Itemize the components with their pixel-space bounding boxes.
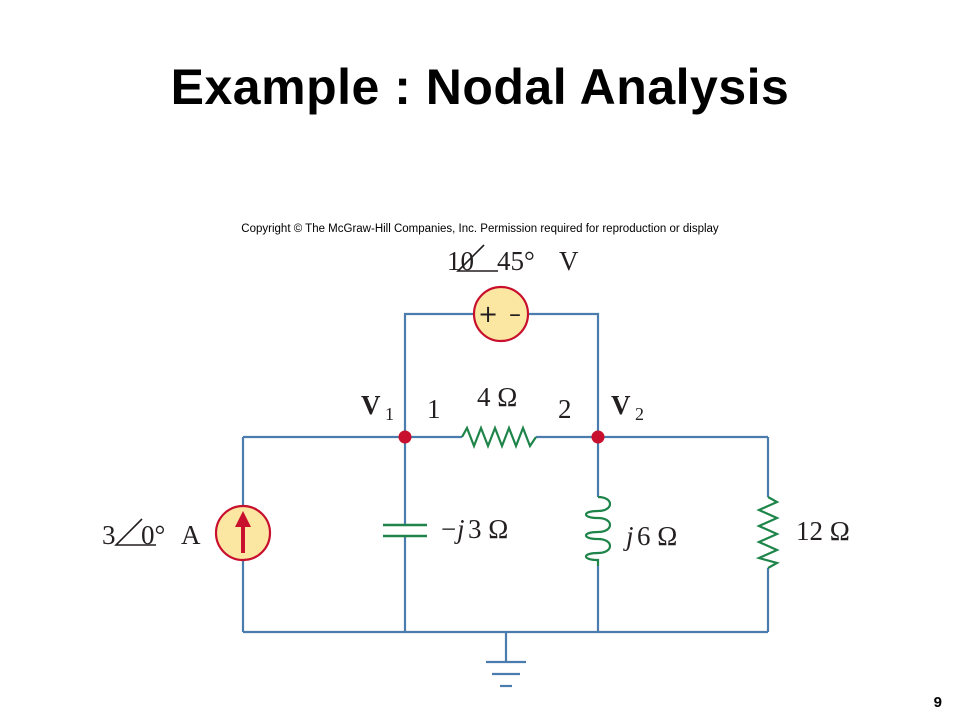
node2-dot — [591, 430, 605, 444]
inductor-label: j 6 Ω — [623, 521, 677, 551]
current-angle: 0° — [141, 520, 165, 550]
voltage-minus: – — [509, 300, 521, 328]
slide-title: Example : Nodal Analysis — [170, 59, 790, 115]
resistor-4-label: 4 Ω — [477, 382, 517, 412]
current-source-label: 3 0° A — [102, 518, 201, 550]
page-number: 9 — [933, 694, 942, 711]
node2-subscript: 2 — [635, 404, 644, 424]
wire-top-left — [403, 312, 474, 437]
copyright-notice: Copyright © The McGraw-Hill Companies, I… — [241, 223, 719, 235]
voltage-source-icon: + – — [472, 285, 530, 343]
resistor-4-icon — [461, 424, 537, 450]
inductor-j: j — [623, 521, 634, 551]
current-unit: A — [181, 520, 201, 550]
capacitor-prefix: − — [441, 514, 456, 544]
node2-number: 2 — [558, 394, 572, 424]
voltage-angle-icon — [456, 244, 498, 272]
capacitor-value: 3 Ω — [468, 514, 508, 544]
inductor-value: 6 Ω — [637, 521, 677, 551]
voltage-source-label: 10 45° V — [447, 244, 579, 276]
node1-subscript: 1 — [385, 404, 394, 424]
node1-dot — [398, 430, 412, 444]
current-magnitude: 3 — [102, 520, 116, 550]
voltage-plus: + — [478, 300, 498, 328]
capacitor-icon — [383, 523, 427, 538]
ground-icon — [486, 660, 526, 688]
capacitor-label: − j 3 Ω — [441, 514, 508, 544]
node2-voltage-label: V — [611, 390, 631, 420]
inductor-icon — [584, 495, 612, 566]
voltage-unit: V — [559, 246, 579, 276]
node1-voltage-label: V — [361, 390, 381, 420]
voltage-angle: 45° — [497, 246, 535, 276]
circuit-wires — [241, 312, 770, 662]
current-angle-icon — [114, 518, 156, 546]
resistor-12-label: 12 Ω — [796, 516, 850, 546]
node1-number: 1 — [427, 394, 441, 424]
current-source-icon — [214, 504, 272, 562]
wire-top-right — [528, 312, 600, 437]
resistor-12-icon — [755, 496, 780, 569]
capacitor-j: j — [454, 514, 465, 544]
